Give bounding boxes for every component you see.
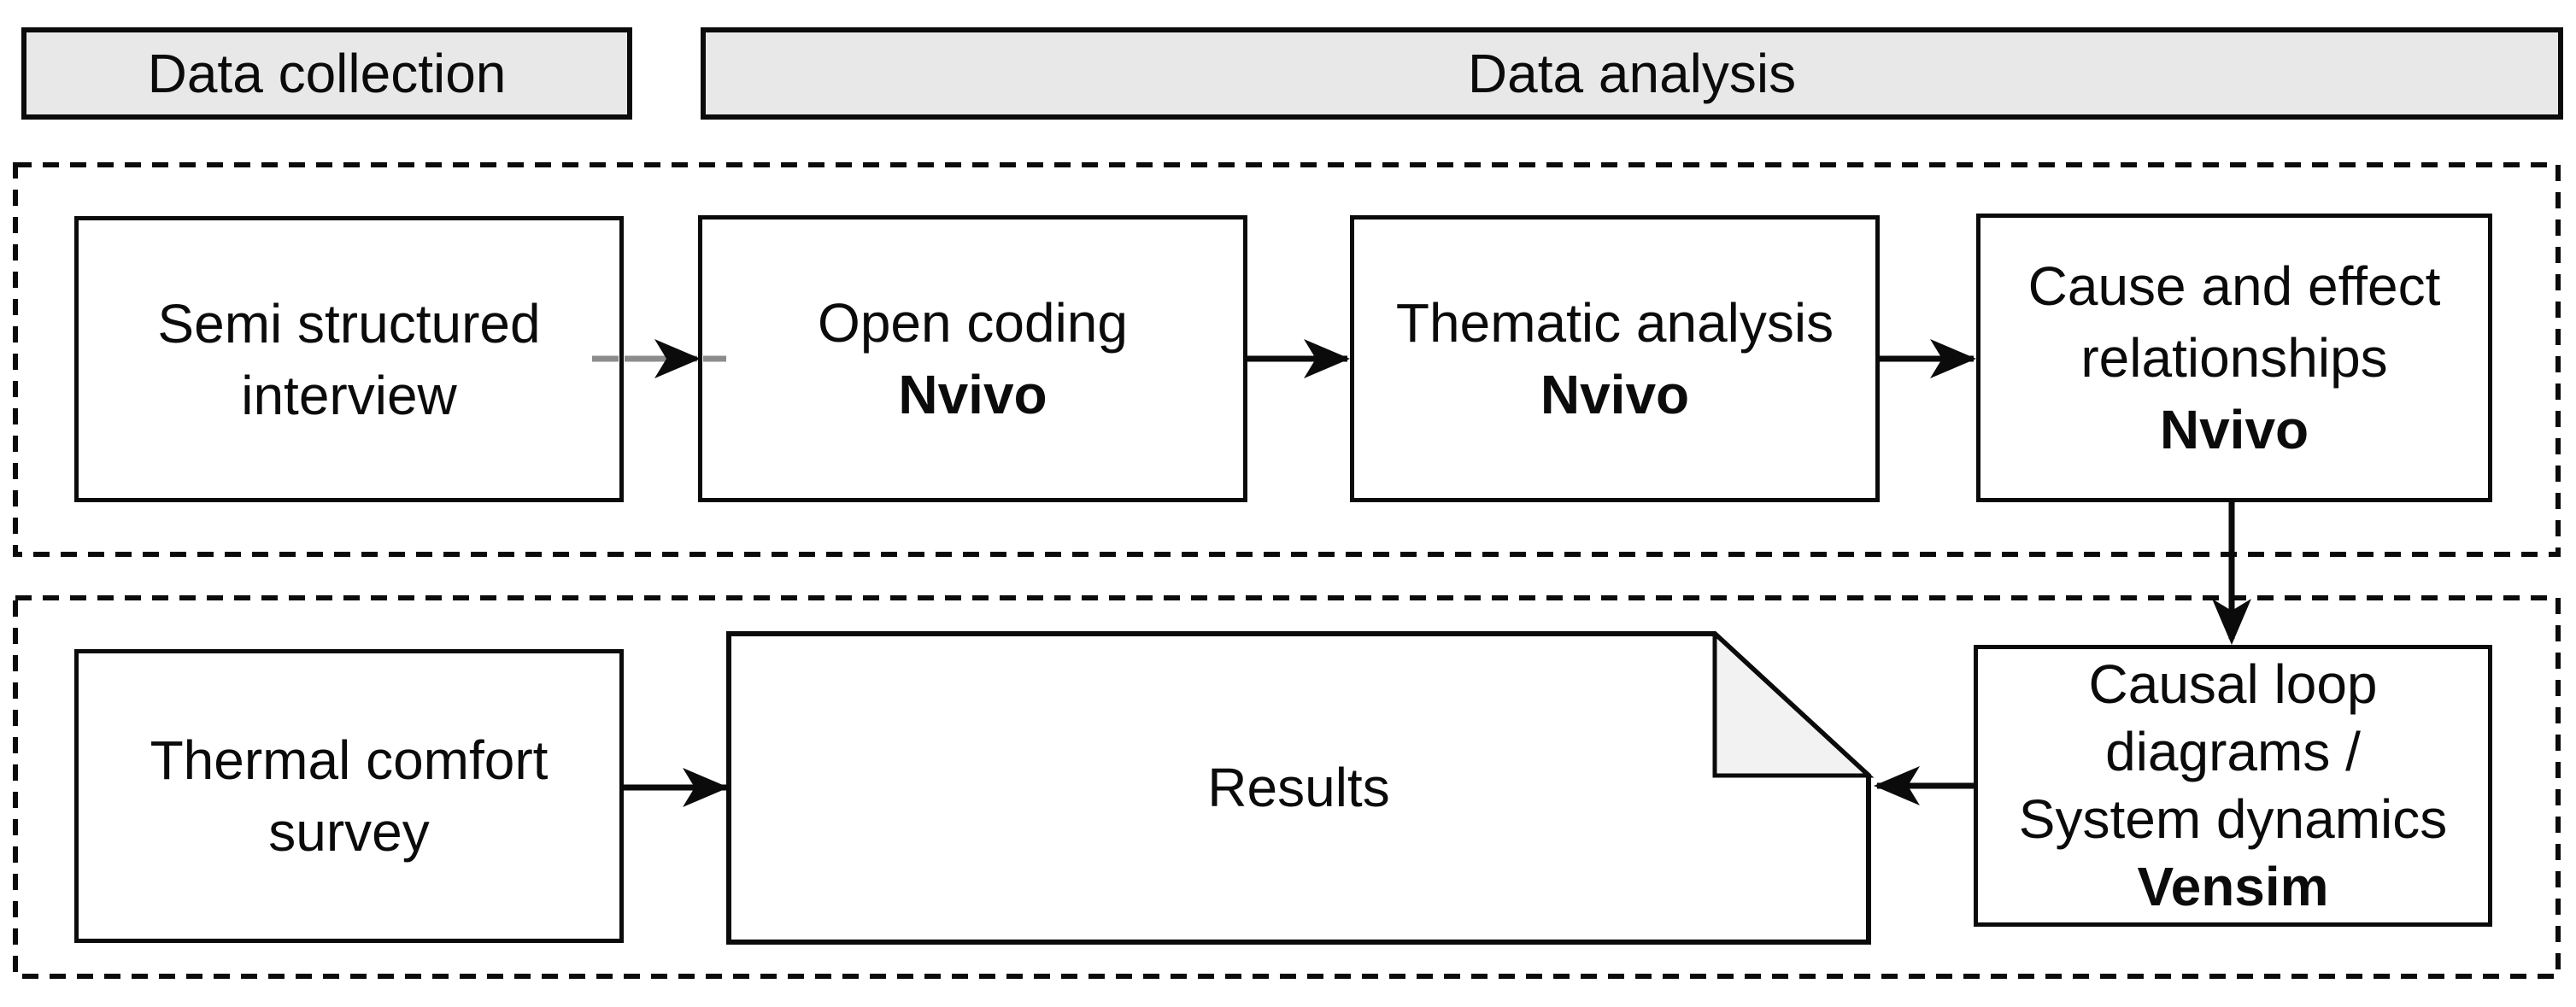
box-label-line: System dynamics (2018, 788, 2448, 850)
box-label-line: Thermal comfort (150, 729, 549, 791)
results-label: Results (1207, 757, 1390, 818)
arrow-cause-effect-to-causal-loop (2212, 501, 2251, 645)
header-data-collection: Data collection (21, 27, 632, 120)
box-label-line: relationships (2080, 327, 2388, 389)
arrow-right-icon (1304, 339, 1350, 378)
arrow-right-icon (1930, 339, 1976, 378)
box-cause-effect-relationships: Cause and effect relationships Nvivo (1976, 214, 2492, 502)
box-label-line: Thematic analysis (1395, 292, 1834, 354)
arrow-down-icon (2212, 599, 2251, 645)
results-document-shape (726, 631, 1875, 945)
arrow-open-coding-to-thematic (1247, 339, 1350, 378)
stage-one-dashed-container (13, 162, 2561, 557)
box-tool-label: Nvivo (898, 364, 1047, 425)
box-label-line: Open coding (818, 292, 1128, 354)
box-open-coding: Open coding Nvivo (698, 215, 1247, 502)
box-label-line: diagrams / (2105, 721, 2361, 782)
box-tool-label: Nvivo (2159, 399, 2309, 460)
arrow-right-icon (654, 339, 701, 378)
arrow-causal-loop-to-results (1874, 766, 1974, 805)
box-tool-label: Nvivo (1540, 364, 1690, 425)
header-data-collection-label: Data collection (147, 43, 507, 104)
box-label-line: interview (241, 364, 457, 426)
box-label-line: Semi structured (157, 292, 541, 354)
box-thematic-analysis: Thematic analysis Nvivo (1350, 215, 1880, 502)
box-tool-label: Vensim (2137, 856, 2329, 917)
box-thermal-comfort-survey: Thermal comfort survey (74, 649, 624, 943)
results-label-wrap: Results (729, 634, 1869, 941)
document-outline (726, 631, 1871, 945)
arrow-left-icon (1874, 766, 1920, 805)
header-data-analysis-label: Data analysis (1467, 43, 1797, 104)
box-semi-structured-interview: Semi structured interview (74, 216, 624, 502)
header-data-analysis: Data analysis (701, 27, 2563, 120)
box-causal-loop-system-dynamics: Causal loop diagrams / System dynamics V… (1974, 645, 2492, 927)
folded-corner (1712, 631, 1875, 778)
stage-two-dashed-container (13, 595, 2561, 979)
arrow-survey-to-results (621, 768, 729, 807)
box-label-line: Causal loop (2088, 653, 2378, 715)
box-label-line: survey (268, 801, 430, 863)
arrow-thematic-to-cause-effect (1878, 339, 1976, 378)
arrow-right-icon (683, 768, 729, 807)
arrow-interview-to-open-coding (592, 339, 726, 378)
box-label-line: Cause and effect (2027, 255, 2441, 317)
